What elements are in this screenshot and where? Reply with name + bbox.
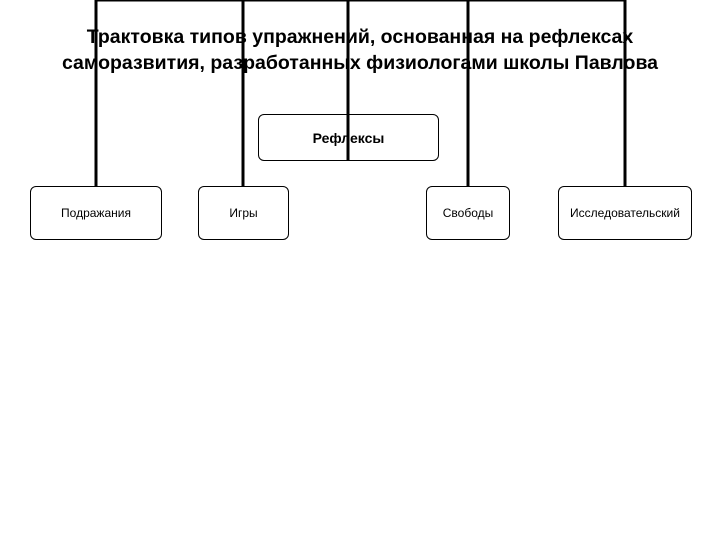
title-line-2: саморазвития, разработанных физиологами … xyxy=(61,52,659,74)
child-node-svobody: Свободы xyxy=(426,186,510,240)
child-node-label: Подражания xyxy=(61,206,131,220)
child-node-podrazhaniya: Подражания xyxy=(30,186,162,240)
slide-title: Трактовка типов упражнений, основанная н… xyxy=(0,24,720,76)
root-node-box: Рефлексы xyxy=(258,114,439,161)
child-node-label: Игры xyxy=(229,206,258,220)
child-node-label: Исследовательский xyxy=(570,206,680,220)
root-node-label: Рефлексы xyxy=(312,129,385,146)
child-node-issledovatelskiy: Исследовательский xyxy=(558,186,692,240)
title-line-1: Трактовка типов упражнений, основанная н… xyxy=(86,26,634,48)
child-node-label: Свободы xyxy=(442,206,494,220)
child-node-igry: Игры xyxy=(198,186,289,240)
